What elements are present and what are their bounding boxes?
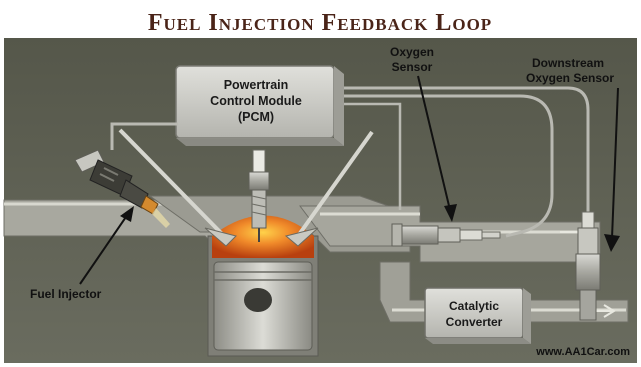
catalytic-label-line1: Catalytic — [449, 299, 499, 313]
spark-plug — [248, 149, 270, 242]
downstream-label-line1: Downstream — [532, 56, 604, 70]
oxygen-sensor-pointer — [417, 75, 457, 222]
downstream-oxygen-sensor — [575, 211, 601, 321]
intake-valve — [118, 128, 237, 247]
diagram-title: Fuel Injection Feedback Loop — [148, 10, 492, 36]
exhaust-valve — [284, 130, 374, 247]
fuel-injector — [74, 149, 170, 228]
fuel-injector-label: Fuel Injector — [30, 287, 102, 301]
oxygen-sensor-label-line1: Oxygen — [390, 45, 434, 59]
combustion-chamber — [212, 215, 314, 258]
pcm-label-line2: Control Module — [210, 94, 302, 108]
catalytic-label-line2: Converter — [446, 315, 503, 329]
title-band — [0, 0, 641, 38]
fuel-injector-pointer — [79, 206, 134, 285]
watermark: www.AA1Car.com — [535, 346, 630, 358]
wire-pcm-to-head — [344, 102, 402, 210]
pcm-label-line1: Powertrain — [224, 78, 289, 92]
oxygen-sensor — [391, 223, 501, 247]
wire-pcm-to-downstream-sensor — [344, 86, 590, 214]
catalytic-converter: Catalytic Converter — [424, 287, 531, 344]
wire-pcm-to-injector — [110, 122, 178, 150]
downstream-label-line2: Oxygen Sensor — [526, 71, 614, 85]
pcm-module: Powertrain Control Module (PCM) — [175, 65, 344, 146]
oxygen-sensor-label-line2: Sensor — [392, 60, 433, 74]
downstream-sensor-pointer — [604, 87, 620, 252]
pcm-label-line3: (PCM) — [238, 110, 274, 124]
wrist-pin — [244, 288, 272, 312]
wire-pcm-to-oxygen-sensor — [344, 94, 554, 238]
